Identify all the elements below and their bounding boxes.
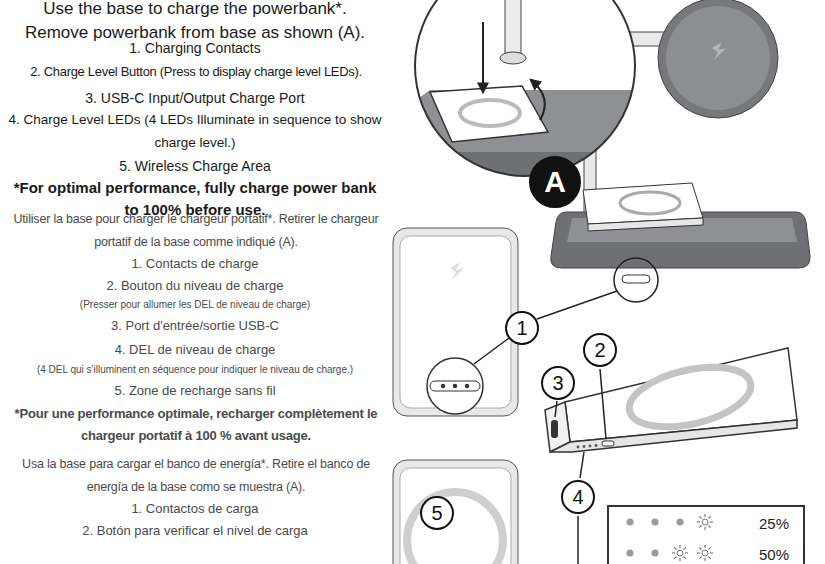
powerbank-back-view-part <box>430 381 480 391</box>
leader-line <box>474 291 617 564</box>
figure-badge: A <box>529 156 581 208</box>
powerbank-front-view-part <box>400 468 511 564</box>
callout-number: 3 <box>541 366 575 400</box>
powerbank-side-view-part <box>589 445 592 448</box>
inset-detail-part <box>415 0 635 176</box>
charge-level-leds-part <box>627 550 634 557</box>
inset-detail-part-part <box>531 80 545 120</box>
charge-level-leds-part <box>672 545 688 561</box>
manual-text: 2. Bouton du niveau de charge <box>0 276 390 296</box>
manual-text: 3. Port d'entrée/sortie USB-C <box>0 316 390 336</box>
inset-detail-part-part <box>430 86 548 142</box>
inset-detail-part-part <box>482 22 484 92</box>
manual-text: 2. Botón para verificar el nivel de carg… <box>0 521 390 541</box>
powerbank-side-view-part <box>624 357 757 438</box>
powerbank-back-view-part <box>441 384 445 388</box>
manual-text: (4 DEL qui s'illuminent en séquence pour… <box>0 363 390 377</box>
leader-line-part <box>474 338 509 364</box>
callout-text: 4 <box>572 488 583 506</box>
powerbank-side-view-part <box>577 446 580 449</box>
callout-number: 2 <box>583 333 617 367</box>
powerbank-back-view-part <box>450 262 464 280</box>
callout-text: 1 <box>516 319 527 337</box>
charge-percent: 50% <box>759 546 789 564</box>
powerbank-side-view-part <box>583 445 586 448</box>
manual-text: 1. Contacts de charge <box>0 254 390 274</box>
powerbank-side-view <box>545 348 797 452</box>
powerbank-back-view-part <box>453 384 457 388</box>
leader-line-part <box>600 369 606 439</box>
manual-text: 4. DEL de niveau de charge <box>0 340 390 360</box>
manual-text: Usa la base para cargar el banco de ener… <box>0 453 392 499</box>
powerbank-side-view-part <box>551 420 558 438</box>
powerbank-front-view-part <box>393 460 518 564</box>
manual-text: (Presser pour allumer les DEL de niveau … <box>0 298 390 312</box>
callout-text: 2 <box>594 341 605 359</box>
powerbank-back-view-part <box>400 236 511 408</box>
manual-text: *Pour une performance optimale, recharge… <box>0 403 392 447</box>
manual-text: 5. Zone de recharge sans fil <box>0 381 390 401</box>
manual-text: 4. Charge Level LEDs (4 LEDs Illuminate … <box>3 108 388 154</box>
charge-level-leds-part <box>627 519 634 526</box>
charge-level-leds-part <box>697 545 713 561</box>
powerbank-front-view <box>393 460 518 564</box>
callout-number: 5 <box>420 496 454 530</box>
charging-stand-part <box>620 192 680 214</box>
powerbank-back-view <box>393 228 518 416</box>
charge-level-leds-part <box>652 519 659 526</box>
charging-stand-part <box>666 6 770 110</box>
manual-text: 5. Wireless Charge Area <box>0 156 390 176</box>
callout-text: A <box>544 173 566 191</box>
callout-text: 3 <box>552 374 563 392</box>
manual-text: Use the base to charge the powerbank*. R… <box>13 0 378 45</box>
charge-level-table: 25% 50% <box>607 505 805 564</box>
powerbank-front-view-part <box>407 492 503 564</box>
powerbank-side-view-part <box>595 444 598 447</box>
callout-number: 1 <box>505 311 539 345</box>
leader-line-part <box>537 291 617 319</box>
charge-percent: 25% <box>759 515 789 533</box>
leader-line-part <box>580 452 584 478</box>
inset-detail-part-part <box>505 0 521 58</box>
powerbank-side-view-part <box>602 441 614 446</box>
charging-stand-part <box>712 42 726 60</box>
callout-text: 5 <box>431 504 442 522</box>
leader-line-part <box>577 516 579 564</box>
charging-stand-part <box>622 275 650 283</box>
powerbank-back-view-part <box>393 228 518 416</box>
charge-level-leds-part <box>652 550 659 557</box>
leader-line-part <box>555 401 557 417</box>
powerbank-back-view-part <box>427 358 483 414</box>
charge-level-leds <box>627 514 714 561</box>
inset-detail-part-part <box>460 100 520 126</box>
charging-stand-part <box>658 0 778 118</box>
charge-level-leds-part <box>677 519 684 526</box>
charging-stand-part <box>614 258 658 302</box>
manual-text: 1. Charging Contacts <box>0 38 390 58</box>
charging-stand-part <box>583 183 703 224</box>
manual-text: 2. Charge Level Button (Press to display… <box>0 62 392 82</box>
charge-level-leds-part <box>697 514 713 530</box>
powerbank-back-view-part <box>465 384 469 388</box>
manual-text: 1. Contactos de carga <box>0 499 390 519</box>
inset-detail-part-part <box>500 52 526 64</box>
manual-text: Utiliser la base pour charger le chargeu… <box>0 208 392 254</box>
callout-number: 4 <box>561 480 595 514</box>
charging-stand-part <box>588 218 703 231</box>
manual-text: 3. USB-C Input/Output Charge Port <box>0 88 390 108</box>
